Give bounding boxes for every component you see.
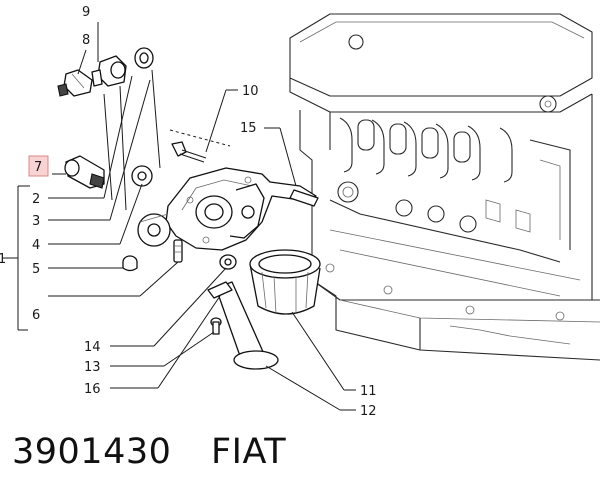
callout-8[interactable]: 8	[82, 33, 90, 48]
callout-15[interactable]: 15	[240, 121, 257, 136]
screw	[210, 317, 222, 335]
callout-1[interactable]: 1	[0, 252, 6, 267]
callout-13[interactable]: 13	[84, 360, 101, 375]
oil-pickup-strainer	[207, 281, 279, 370]
callout-7[interactable]: 7	[34, 160, 42, 175]
plug-cap	[122, 255, 138, 272]
callout-2[interactable]: 2	[32, 192, 40, 207]
oil-pressure-sender	[64, 155, 105, 189]
washer	[134, 47, 154, 69]
callout-14[interactable]: 14	[84, 340, 101, 355]
callout-7-highlight	[28, 155, 49, 177]
brand-name: FIAT	[211, 432, 287, 472]
oil-pressure-switch	[57, 69, 93, 97]
callout-16[interactable]: 16	[84, 382, 101, 397]
pickup-gasket	[219, 254, 237, 270]
part-number: 3901430	[12, 432, 172, 472]
pump-drive-pulley	[137, 213, 171, 247]
seal-ring	[131, 165, 153, 187]
callout-12[interactable]: 12	[360, 404, 377, 419]
callout-4[interactable]: 4	[32, 238, 40, 253]
callout-3[interactable]: 3	[32, 214, 40, 229]
callout-11[interactable]: 11	[360, 384, 377, 399]
leader-lines	[2, 22, 356, 411]
callout-9[interactable]: 9	[82, 5, 90, 20]
bolt	[169, 129, 231, 163]
oil-filter	[249, 249, 321, 315]
callout-6[interactable]: 6	[32, 308, 40, 323]
callout-10[interactable]: 10	[242, 84, 259, 99]
oil-pump-assembly	[165, 167, 319, 251]
callout-5[interactable]: 5	[32, 262, 40, 277]
callout-labels: 1 2 3 4 5 6 7 8 9 10 11 12 13 14 15 16	[0, 5, 377, 419]
union-fitting	[91, 55, 127, 87]
stud-bolt	[173, 239, 183, 263]
engine-block-illustration	[289, 13, 600, 361]
part-caption: 3901430 FIAT	[12, 432, 314, 480]
